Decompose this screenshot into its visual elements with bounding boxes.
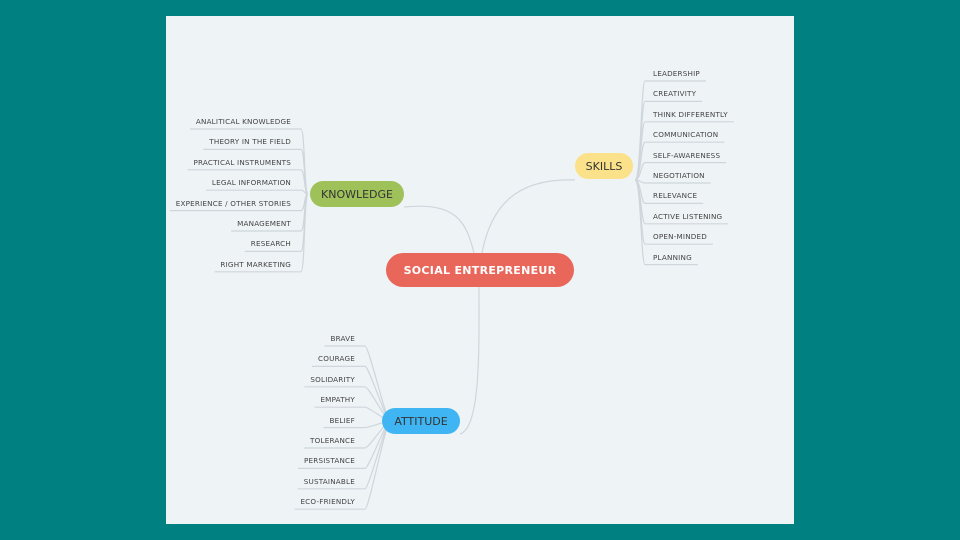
leaf-attitude-item: ECO-FRIENDLY xyxy=(300,497,355,507)
branch-knowledge: KNOWLEDGE xyxy=(310,181,404,207)
mind-map-slide: SOCIAL ENTREPRENEUR KNOWLEDGE SKILLS ATT… xyxy=(166,16,794,524)
leaf-knowledge-item: RIGHT MARKETING xyxy=(220,259,291,269)
leaf-skills-item: THINK DIFFERENTLY xyxy=(653,109,728,119)
leaf-knowledge-item: PRACTICAL INSTRUMENTS xyxy=(193,157,291,167)
leaf-knowledge-item: LEGAL INFORMATION xyxy=(211,178,291,188)
connector-skills-leaf xyxy=(634,162,727,181)
leaf-skills-item: LEADERSHIP xyxy=(653,69,700,78)
leaf-attitude-item: BELIEF xyxy=(329,415,355,425)
leaf-skills-item: COMMUNICATION xyxy=(653,130,719,140)
leaf-attitude-item: SOLIDARITY xyxy=(310,374,355,384)
leaf-attitude-item: TOLERANCE xyxy=(310,436,355,445)
connector-attitude xyxy=(459,286,480,435)
leaf-attitude-item: BRAVE xyxy=(330,334,355,343)
leaf-knowledge-item: EXPERIENCE / OTHER STORIES xyxy=(175,198,291,208)
leaf-knowledge-item: THEORY IN THE FIELD xyxy=(209,137,291,147)
connector-knowledge xyxy=(403,205,475,254)
leaf-skills-item: RELEVANCE xyxy=(653,191,698,201)
leaf-attitude-item: COURAGE xyxy=(318,354,355,364)
connector-knowledge-leaf xyxy=(187,169,309,195)
branch-skills: SKILLS xyxy=(575,153,633,179)
leaf-skills-item: OPEN-MINDED xyxy=(653,232,708,242)
central-topic: SOCIAL ENTREPRENEUR xyxy=(386,253,574,287)
leaf-skills-item: NEGOTIATION xyxy=(653,171,705,180)
leaf-attitude-item: PERSISTANCE xyxy=(304,456,355,466)
connector-knowledge-leaf xyxy=(214,193,309,273)
connector-skills-leaf xyxy=(634,179,698,266)
connector-knowledge-leaf xyxy=(205,189,309,195)
leaf-attitude-item: SUSTAINABLE xyxy=(303,476,355,486)
connector-skills xyxy=(481,179,576,254)
leaf-knowledge-item: MANAGEMENT xyxy=(237,219,291,228)
leaf-attitude-item: EMPATHY xyxy=(320,395,355,405)
leaf-skills-item: PLANNING xyxy=(653,252,692,262)
branch-attitude: ATTITUDE xyxy=(382,408,460,434)
leaf-skills-item: ACTIVE LISTENING xyxy=(653,211,723,221)
leaf-skills-item: CREATIVITY xyxy=(653,89,697,99)
leaf-knowledge-item: ANALITICAL KNOWLEDGE xyxy=(195,117,291,126)
leaf-knowledge-item: RESEARCH xyxy=(250,239,291,249)
leaf-skills-item: SELF-AWARENESS xyxy=(653,150,721,160)
